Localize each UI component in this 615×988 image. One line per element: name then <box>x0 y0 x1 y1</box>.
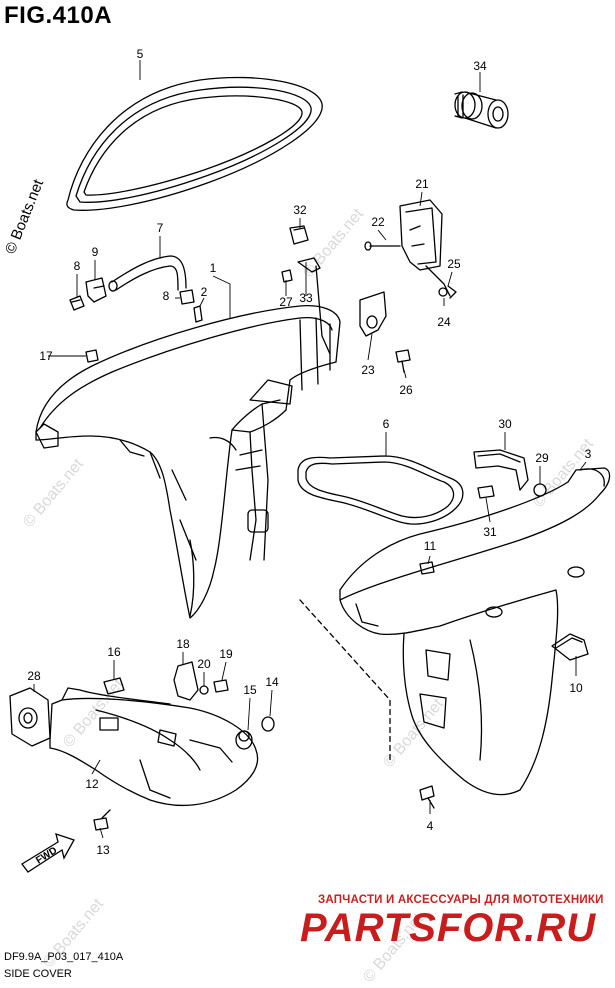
part-plug <box>551 633 589 661</box>
part-bracket-small <box>103 677 125 695</box>
callout-9[interactable]: 9 <box>92 245 99 259</box>
relationship-line <box>299 599 391 761</box>
callout-11[interactable]: 11 <box>424 539 437 553</box>
part-hose <box>108 255 187 292</box>
callout-20[interactable]: 20 <box>197 657 211 671</box>
callout-5[interactable]: 5 <box>137 47 144 61</box>
part-bolt <box>419 785 435 809</box>
part-nut <box>261 716 275 732</box>
callout-23[interactable]: 23 <box>361 363 375 377</box>
part-lock-lever <box>364 199 457 299</box>
callout-19[interactable]: 19 <box>219 647 233 661</box>
callout-21[interactable]: 21 <box>415 177 429 191</box>
callout-2[interactable]: 2 <box>201 285 208 299</box>
callout-34[interactable]: 34 <box>473 59 487 73</box>
callout-12[interactable]: 12 <box>85 777 99 791</box>
callout-4[interactable]: 4 <box>427 819 434 833</box>
callout-14[interactable]: 14 <box>265 675 279 689</box>
callout-labels: 5 34 1 7 9 8 8 2 17 32 33 27 21 22 25 24… <box>27 47 591 857</box>
callout-30[interactable]: 30 <box>498 417 512 431</box>
figure-code: DF9.9A_P03_017_410A <box>4 951 124 963</box>
callout-8-left[interactable]: 8 <box>74 259 81 273</box>
part-hose-clip <box>69 295 85 311</box>
callout-1[interactable]: 1 <box>210 261 217 275</box>
part-bolt <box>93 809 111 831</box>
callout-6[interactable]: 6 <box>383 417 390 431</box>
callout-29[interactable]: 29 <box>535 451 549 465</box>
part-bracket-small <box>473 449 529 491</box>
callout-26[interactable]: 26 <box>399 383 413 397</box>
callout-31[interactable]: 31 <box>483 525 497 539</box>
callout-8-right[interactable]: 8 <box>163 289 170 303</box>
part-hook <box>359 291 387 337</box>
part-side-cover-lower-left <box>49 687 259 807</box>
callout-18[interactable]: 18 <box>176 637 190 651</box>
callout-13[interactable]: 13 <box>96 843 110 857</box>
figure-title: FIG.410A <box>4 2 113 29</box>
forward-arrow: FWD <box>21 833 75 873</box>
part-screw <box>477 485 495 499</box>
part-screw <box>213 679 229 693</box>
part-side-cover-upper <box>35 304 341 619</box>
part-bolt <box>395 349 411 373</box>
part-clip-small <box>289 225 309 245</box>
part-hose-clip <box>179 289 195 305</box>
leader-lines <box>33 60 587 839</box>
part-rivet <box>193 305 203 323</box>
figure-name: SIDE COVER <box>4 968 72 980</box>
callout-22[interactable]: 22 <box>371 215 385 229</box>
callout-28[interactable]: 28 <box>27 669 41 683</box>
callout-3[interactable]: 3 <box>585 447 592 461</box>
part-seal-ring <box>66 76 323 211</box>
callout-33[interactable]: 33 <box>299 291 313 305</box>
callout-25[interactable]: 25 <box>447 257 461 271</box>
part-screw <box>85 349 99 363</box>
callout-16[interactable]: 16 <box>107 645 121 659</box>
part-nut <box>281 269 293 283</box>
callout-24[interactable]: 24 <box>437 315 451 329</box>
part-grommet <box>454 91 509 129</box>
part-bracket-small <box>85 277 107 303</box>
part-gasket <box>297 455 464 525</box>
callout-27[interactable]: 27 <box>279 295 293 309</box>
callout-17[interactable]: 17 <box>39 349 53 363</box>
part-damper <box>235 730 253 750</box>
part-bracket-small <box>173 661 199 701</box>
callout-10[interactable]: 10 <box>569 681 583 695</box>
part-bracket-small <box>297 257 331 355</box>
vendor-logo[interactable]: PARTSFOR.RU <box>300 906 597 950</box>
vendor-tagline: ЗАПЧАСТИ И АКСЕССУАРЫ ДЛЯ МОТОТЕХНИКИ <box>318 894 604 906</box>
part-washer <box>199 685 209 695</box>
part-plate <box>9 687 51 747</box>
callout-7[interactable]: 7 <box>157 221 164 235</box>
callout-32[interactable]: 32 <box>293 203 307 217</box>
callout-15[interactable]: 15 <box>243 683 257 697</box>
part-side-cover-lower-right <box>339 467 611 796</box>
